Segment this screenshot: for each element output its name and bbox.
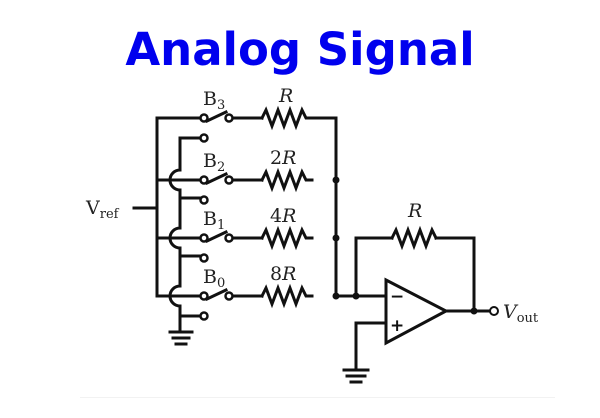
switch-contact xyxy=(224,113,234,123)
switch-blade-icon xyxy=(205,288,228,301)
branch-b3: B3 R xyxy=(199,85,314,143)
branch-b0: B0 8R xyxy=(199,263,314,321)
ground-icon-right xyxy=(342,368,370,384)
switch-contact xyxy=(199,113,209,123)
vout-label: Vout xyxy=(503,301,539,326)
resistor-icon xyxy=(259,225,314,251)
junction-dot xyxy=(470,307,478,315)
summing-bus xyxy=(310,116,338,298)
vref-label: Vref xyxy=(85,197,120,222)
junction-dot xyxy=(332,234,340,242)
output-terminal xyxy=(489,306,499,316)
switch-blade-icon xyxy=(205,230,228,243)
non-inverting-sign: + xyxy=(390,316,404,336)
switch-blade-icon xyxy=(205,110,228,123)
page-title: Analog Signal xyxy=(125,23,475,76)
resistor-label: R xyxy=(278,85,293,107)
switch-contact xyxy=(224,291,234,301)
branch-b2: B2 2R xyxy=(199,147,314,205)
vref-input: Vref xyxy=(85,197,159,222)
resistor-label: 2R xyxy=(270,147,296,169)
switch-contact xyxy=(199,175,209,185)
ground-contact xyxy=(199,133,209,143)
resistor-icon xyxy=(259,283,314,309)
branch-b1: B1 4R xyxy=(199,205,314,263)
switch-contact xyxy=(224,175,234,185)
ground-contact xyxy=(199,253,209,263)
inverting-sign: − xyxy=(390,287,404,307)
feedback-resistor-label: R xyxy=(407,200,422,222)
switch-contact xyxy=(199,291,209,301)
resistor-icon xyxy=(259,167,314,193)
feedback-network: R xyxy=(354,200,476,313)
switch-contact xyxy=(199,233,209,243)
opamp-icon: − + xyxy=(384,277,450,346)
divider xyxy=(80,397,555,398)
switch-label: B1 xyxy=(203,208,225,233)
non-inverting-ground-wire xyxy=(354,321,388,372)
switch-label: B3 xyxy=(203,88,225,113)
switch-contact xyxy=(224,233,234,243)
ground-icon-left xyxy=(168,330,194,346)
junction-dot xyxy=(332,176,340,184)
resistor-label: 4R xyxy=(270,205,296,227)
switch-label: B0 xyxy=(203,266,225,291)
resistor-icon xyxy=(259,105,314,131)
switch-label: B2 xyxy=(203,150,225,175)
switch-blade-icon xyxy=(205,172,228,185)
resistor-label: 8R xyxy=(270,263,296,285)
ground-contact xyxy=(199,195,209,205)
vref-bus xyxy=(155,116,204,298)
ground-bus xyxy=(168,136,204,334)
feedback-resistor-icon xyxy=(389,225,439,251)
ground-contact xyxy=(199,311,209,321)
